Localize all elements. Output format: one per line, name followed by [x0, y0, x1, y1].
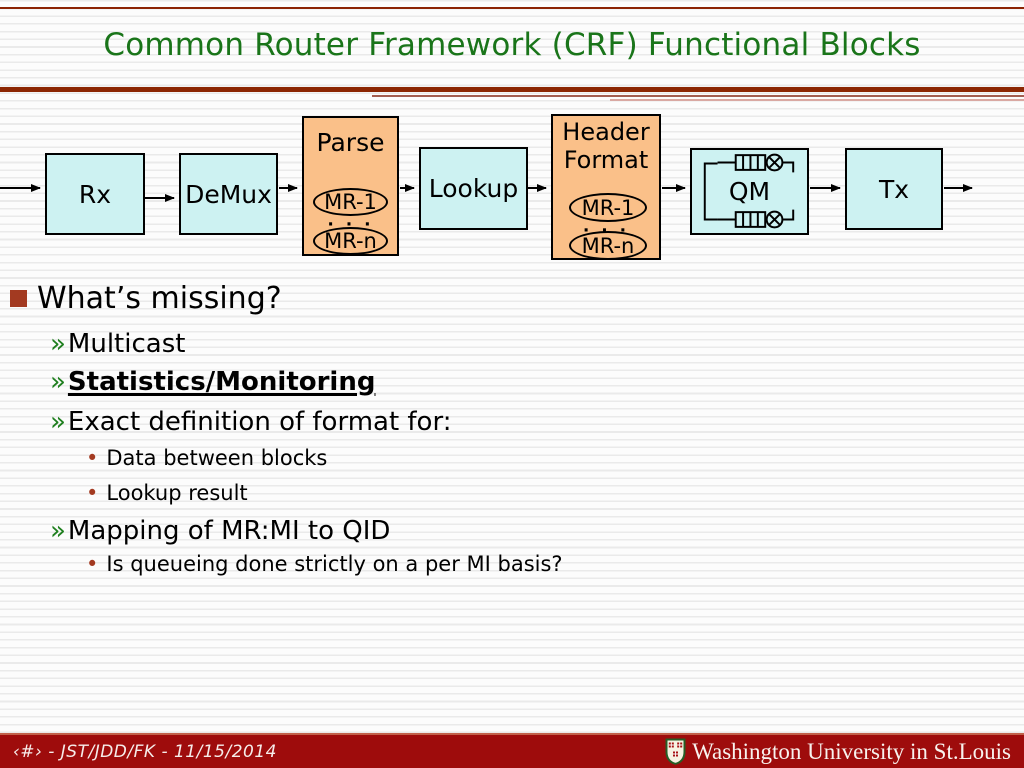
list-item-text: Mapping of MR:MI to QID: [67, 516, 391, 546]
block-header-format: Header Format MR-1 · · · MR-n: [551, 114, 661, 260]
dot-bullet-icon: •: [86, 446, 99, 470]
list-heading-row: What’s missing?: [10, 281, 282, 316]
chevron-bullet-icon: »: [50, 329, 66, 359]
block-demux: DeMux: [179, 153, 278, 235]
block-qm-label: QM: [728, 177, 771, 206]
dot-bullet-icon: •: [86, 552, 99, 576]
title-rule-mid: [372, 95, 1024, 97]
top-rule: [0, 7, 1024, 9]
university-shield-icon: [665, 738, 686, 765]
list-item-text: Lookup result: [106, 481, 248, 505]
list-item-text: Data between blocks: [106, 446, 328, 470]
list-item: • Is queueing done strictly on a per MI …: [86, 552, 563, 576]
square-bullet-icon: [10, 290, 27, 307]
slide-title: Common Router Framework (CRF) Functional…: [103, 27, 921, 63]
header-format-mr-first-label: MR-1: [581, 195, 635, 220]
parse-mr-first-label: MR-1: [324, 190, 377, 214]
parse-mr-first: MR-1: [313, 188, 388, 216]
list-item-text: Statistics/Monitoring: [67, 367, 376, 397]
list-item: • Lookup result: [86, 481, 248, 505]
list-heading: What’s missing?: [37, 281, 282, 316]
list-item: » Mapping of MR:MI to QID: [50, 516, 390, 546]
block-qm: QM: [690, 148, 809, 235]
list-item: » Exact definition of format for:: [50, 407, 451, 437]
block-tx: Tx: [845, 148, 943, 230]
block-lookup: Lookup: [419, 147, 528, 230]
chevron-bullet-icon: »: [50, 367, 66, 397]
block-rx-label: Rx: [78, 179, 112, 209]
header-format-mr-last: MR-n: [569, 231, 647, 260]
list-item: • Data between blocks: [86, 446, 327, 470]
list-item-text: Multicast: [67, 329, 186, 359]
block-header-format-label: Header Format: [562, 118, 650, 175]
header-format-mr-first: MR-1: [569, 193, 647, 222]
list-item-text: Exact definition of format for:: [67, 407, 452, 437]
title-rule-main: [0, 87, 1024, 92]
list-item-text: Is queueing done strictly on a per MI ba…: [106, 552, 563, 576]
parse-mr-last-label: MR-n: [324, 229, 377, 253]
list-item: » Multicast: [50, 329, 185, 359]
header-format-mr-last-label: MR-n: [581, 233, 635, 258]
chevron-bullet-icon: »: [50, 516, 66, 546]
block-lookup-label: Lookup: [428, 174, 519, 203]
chevron-bullet-icon: »: [50, 407, 66, 437]
block-demux-label: DeMux: [185, 179, 272, 209]
block-tx-label: Tx: [878, 174, 910, 204]
block-parse: Parse MR-1 · · · MR-n: [302, 116, 399, 256]
footer-bar: ‹#› - JST/JDD/FK - 11/15/2014 Washington…: [0, 733, 1024, 768]
footer-page-info: ‹#› - JST/JDD/FK - 11/15/2014: [13, 741, 277, 762]
parse-mr-last: MR-n: [313, 227, 388, 255]
block-parse-label: Parse: [316, 128, 385, 157]
title-rule-light: [610, 99, 1024, 101]
block-rx: Rx: [45, 153, 145, 235]
list-item: » Statistics/Monitoring: [50, 367, 375, 397]
university-brand: Washington University in St.Louis: [665, 738, 1011, 765]
university-brand-text: Washington University in St.Louis: [692, 738, 1011, 764]
dot-bullet-icon: •: [86, 481, 99, 505]
